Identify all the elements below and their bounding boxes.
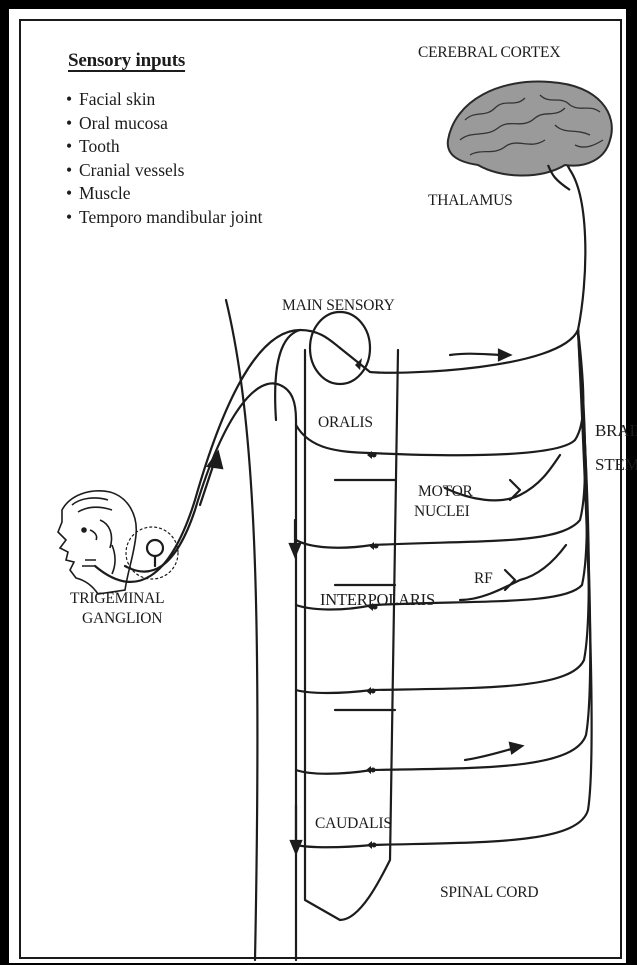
- list-item: •Facial skin: [66, 88, 309, 112]
- spinal-cord-label: SPINAL CORD: [440, 884, 538, 902]
- thalamus-label: THALAMUS: [428, 192, 513, 210]
- oralis-label: ORALIS: [318, 414, 373, 432]
- main-sensory-label: MAIN SENSORY: [282, 297, 395, 315]
- list-item: •Tooth: [66, 135, 309, 159]
- ganglion-cell: [147, 540, 163, 556]
- trigeminal-ganglion-label-line2: GANGLION: [82, 610, 162, 628]
- interpolaris-label: INTERPOLARIS: [320, 590, 435, 610]
- sensory-inputs-list: •Facial skin •Oral mucosa •Tooth •Crania…: [66, 88, 309, 229]
- cerebral-cortex-label: CEREBRAL CORTEX: [418, 44, 560, 62]
- list-item: •Muscle: [66, 182, 309, 206]
- brain-word: BRAIN: [595, 421, 637, 440]
- nucleus-column: [305, 350, 398, 920]
- motor-nuclei-label-line2: NUCLEI: [414, 503, 470, 521]
- list-item: •Oral mucosa: [66, 112, 309, 136]
- head-profile-icon: [58, 491, 136, 594]
- motor-nuclei-label-line1: MOTOR: [418, 483, 473, 501]
- sensory-inputs-heading: Sensory inputs: [68, 50, 185, 72]
- list-item: •Temporo mandibular joint: [66, 206, 289, 230]
- brain-icon: [448, 82, 612, 190]
- list-item: •Cranial vessels: [66, 159, 309, 183]
- caudalis-label: CAUDALIS: [315, 815, 392, 833]
- trigeminal-ganglion-label-line1: TRIGEMINAL: [70, 590, 164, 608]
- brain-stem-label: BRAIN STEM: [595, 420, 615, 475]
- stem-word: STEM: [595, 455, 637, 474]
- rf-label: RF: [474, 570, 493, 588]
